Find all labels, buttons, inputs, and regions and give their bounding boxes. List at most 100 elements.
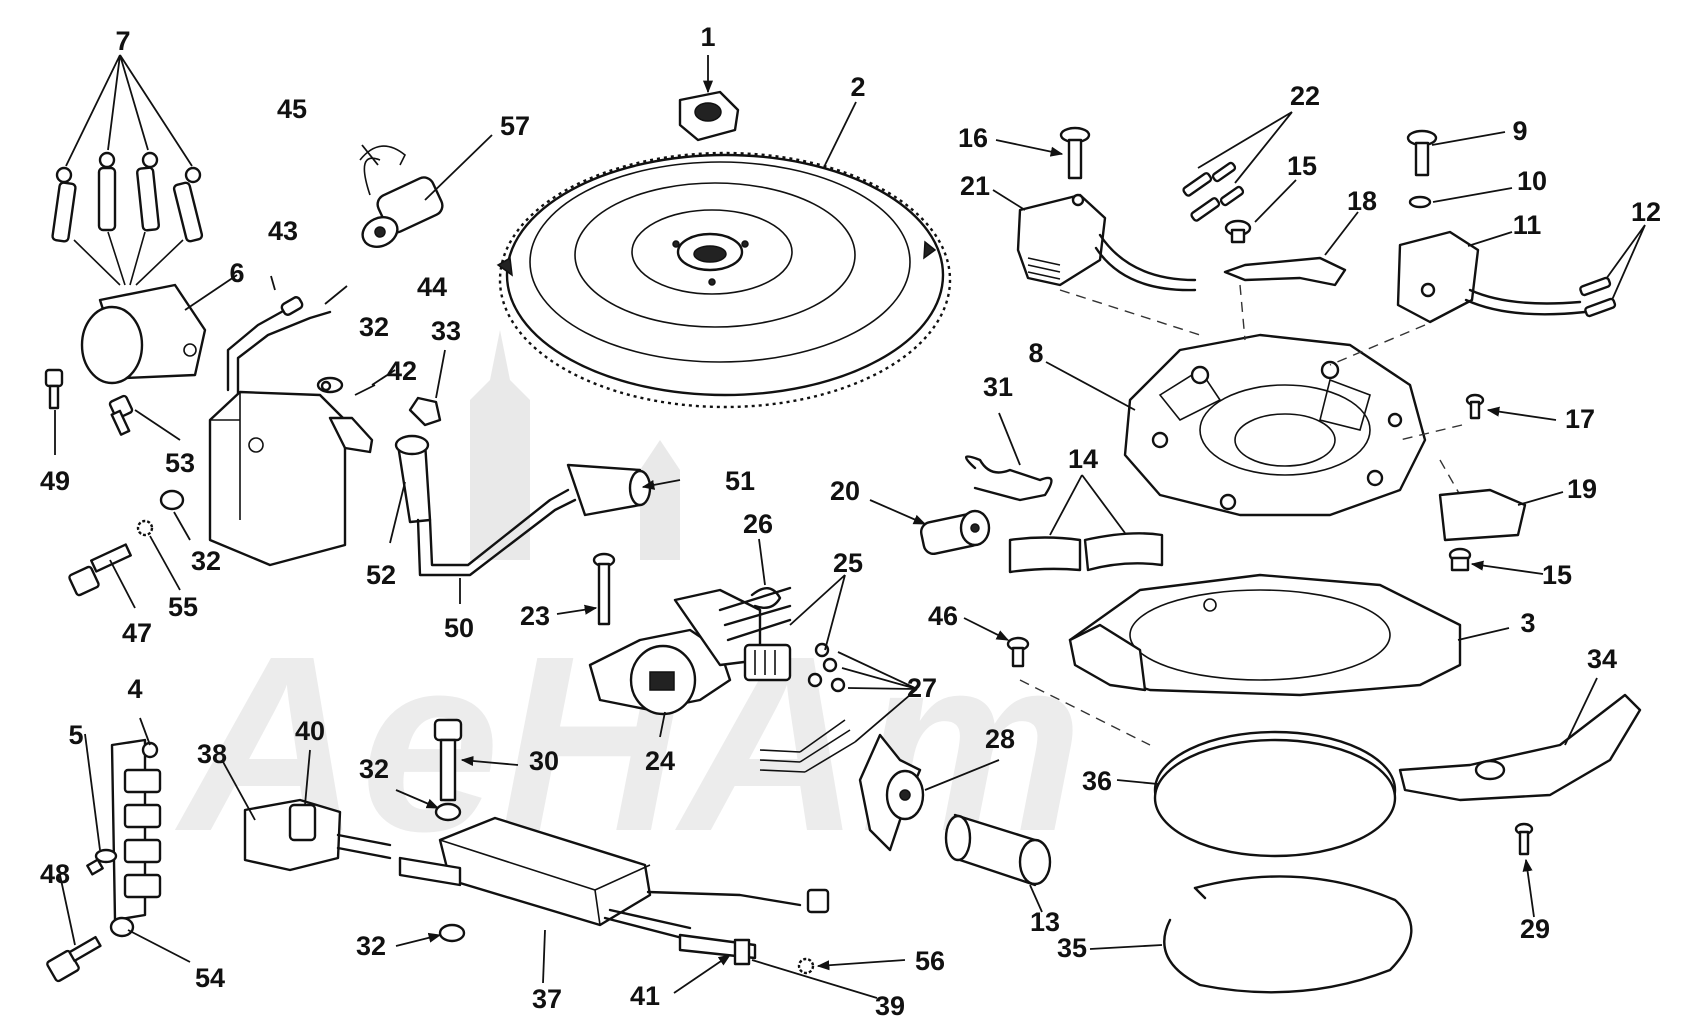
callout-40: 40 [295,716,325,746]
part-spring-31 [965,455,1053,502]
part-bracket-28 [858,733,925,852]
callout-13: 13 [1030,907,1060,937]
part-nut-1 [678,90,740,142]
callout-18: 18 [1347,186,1377,216]
part-screw-17 [1465,393,1485,420]
callout-21: 21 [960,171,990,201]
part-power-pack-37 [398,816,830,975]
part-harness-25 [718,586,792,682]
part-screw-9 [1406,129,1438,209]
callout-43: 43 [268,216,298,246]
callout-31: 31 [983,372,1013,402]
callout-54: 54 [195,963,225,993]
part-washer-55 [136,519,154,537]
callout-16: 16 [958,123,988,153]
part-flywheel-2 [496,151,952,409]
part-timer-base-3 [1068,573,1462,697]
callout-3: 3 [1520,608,1535,638]
part-bolt-30 [433,718,463,822]
callout-11: 11 [1513,210,1542,240]
part-screw-16 [1059,126,1091,180]
callout-49: 49 [40,466,70,496]
part-terminals-27 [759,642,856,773]
leader-lines [54,54,1646,999]
callout-39: 39 [875,991,905,1021]
part-sensor-40 [243,798,392,872]
callout-51: 51 [725,466,755,496]
part-coil-21 [1016,193,1197,292]
callout-23: 23 [520,601,550,631]
callout-5: 5 [68,720,83,750]
callout-8: 8 [1028,338,1043,368]
part-connectors-22 [1182,161,1245,222]
part-clip-26 [750,587,782,609]
part-coil-6 [80,283,207,385]
part-plate-19 [1438,488,1527,542]
part-screw-23 [592,552,616,626]
part-ignition-coil-42 [208,296,374,567]
part-stator-plate-8 [1123,333,1427,517]
callout-28: 28 [985,724,1015,754]
part-sleeve-14 [1008,532,1164,574]
callout-32-b: 32 [191,546,221,576]
callout-50: 50 [444,613,474,643]
part-terminal-block-4 [110,738,162,922]
callout-34: 34 [1587,644,1617,674]
callout-36: 36 [1082,766,1112,796]
part-coil-11 [1396,230,1587,324]
part-plug-20 [919,509,991,556]
part-switch-24 [588,588,762,716]
part-spark-lead [394,434,652,577]
assembly-lines [1019,284,1463,746]
callout-15-top: 15 [1287,151,1317,181]
callout-42: 42 [387,356,417,386]
callout-45: 45 [277,94,307,124]
callout-29: 29 [1520,914,1550,944]
callout-19: 19 [1567,474,1597,504]
callout-25: 25 [833,548,863,578]
part-screw-46 [1006,636,1030,668]
callout-labels: 1 2 3 4 5 6 7 8 9 10 11 12 13 14 15 15 1… [40,22,1661,1021]
callout-47: 47 [122,618,152,648]
part-plate-18 [1223,256,1347,287]
callout-14: 14 [1068,444,1098,474]
callout-32-c: 32 [359,754,389,784]
callout-35: 35 [1057,933,1087,963]
callout-38: 38 [197,739,227,769]
part-plug-57 [359,145,444,248]
part-screw-15-bottom [1448,547,1472,572]
part-bolt-47 [68,543,132,597]
part-bolt-48 [46,935,102,983]
callout-7: 7 [115,26,130,56]
callout-27: 27 [907,673,937,703]
callout-52: 52 [366,560,396,590]
callout-10: 10 [1517,166,1547,196]
callout-6: 6 [229,258,244,288]
callout-44: 44 [417,272,447,302]
callout-30: 30 [529,746,559,776]
callout-57: 57 [500,111,530,141]
callout-12: 12 [1631,197,1661,227]
callout-20: 20 [830,476,860,506]
part-throttle-cam-34 [1398,693,1642,802]
part-terminal-wires [51,151,204,286]
callout-48: 48 [40,859,70,889]
callout-32-a: 32 [359,312,389,342]
part-washer-32a [159,489,185,511]
callout-37: 37 [532,984,562,1014]
part-bushing-13 [944,813,1052,887]
part-screws-left [44,368,134,436]
part-retaining-ring-35 [1163,875,1413,994]
part-clamp-33 [408,396,442,427]
callout-33: 33 [431,316,461,346]
part-connectors-12 [1579,276,1617,318]
callout-2: 2 [850,72,865,102]
callout-26: 26 [743,509,773,539]
callout-53: 53 [165,448,195,478]
part-ring-plate-36 [1153,730,1397,858]
part-screw-5 [86,848,118,876]
callout-1: 1 [700,22,715,52]
part-washer-54 [109,916,135,938]
callout-22: 22 [1290,81,1320,111]
